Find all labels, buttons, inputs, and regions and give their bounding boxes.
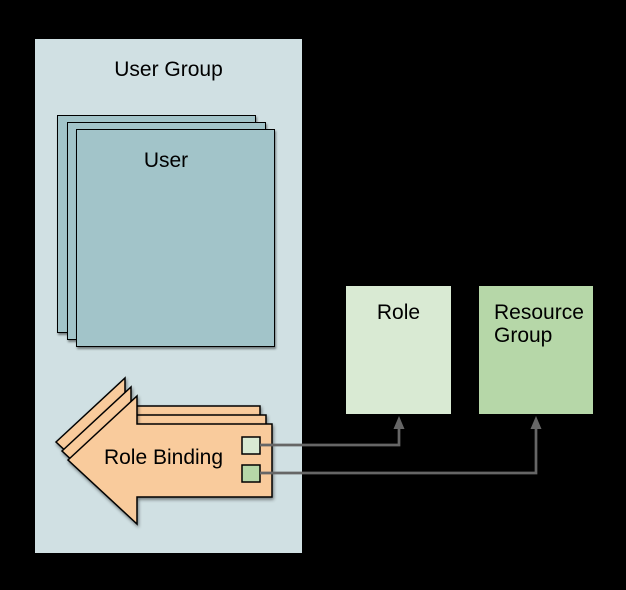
resource-group-node: Resource Group <box>478 285 594 415</box>
resource-group-label: Resource Group <box>494 301 584 347</box>
role-label: Role <box>376 301 421 324</box>
user-card-front <box>76 129 275 347</box>
arrowhead-resource-group <box>530 416 542 429</box>
role-node: Role <box>345 285 452 415</box>
arrowhead-role <box>393 416 405 429</box>
